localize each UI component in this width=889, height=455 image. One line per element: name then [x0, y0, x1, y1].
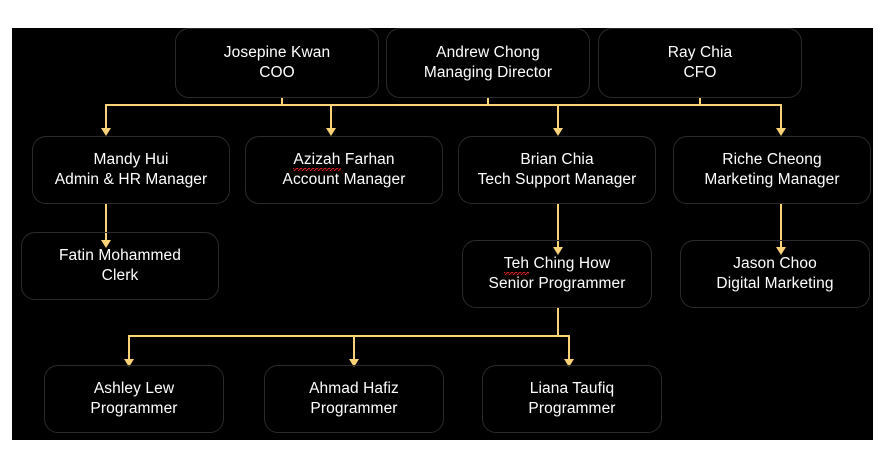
- org-node-name: Fatin Mohammed: [58, 246, 181, 264]
- connector-drop-mandy: [105, 104, 107, 130]
- connector-stem-ray: [699, 98, 701, 105]
- misspelled-word: Teh: [503, 254, 530, 276]
- org-node-jason-choo[interactable]: Jason Choo Digital Marketing: [680, 240, 870, 308]
- arrowhead-mandy: [101, 128, 111, 136]
- connector-bar-level2: [105, 104, 782, 106]
- arrowhead-riche: [776, 128, 786, 136]
- connector-drop-ahmad: [353, 335, 355, 361]
- connector-drop-azizah: [330, 104, 332, 130]
- org-node-riche-cheong[interactable]: Riche Cheong Marketing Manager: [673, 136, 871, 204]
- connector-drop-fatin: [105, 204, 107, 241]
- connector-stem-andrew: [487, 98, 489, 105]
- connector-drop-jason: [780, 204, 782, 248]
- org-node-name: Liana Taufiq: [529, 379, 615, 397]
- connector-drop-brian: [557, 104, 559, 130]
- connector-bar-level4: [128, 335, 570, 337]
- org-node-title: Programmer: [90, 400, 178, 417]
- org-node-name: Ahmad Hafiz: [309, 379, 399, 397]
- org-node-title: Account Manager: [282, 171, 406, 188]
- org-node-name: Azizah Farhan: [293, 150, 395, 172]
- org-node-title: COO: [259, 64, 295, 81]
- arrowhead-azizah: [326, 128, 336, 136]
- org-node-title: Programmer: [528, 400, 616, 417]
- org-node-name: Mandy Hui: [93, 150, 169, 168]
- arrowhead-ahmad: [349, 359, 359, 367]
- org-node-name: Jason Choo: [733, 254, 817, 272]
- org-node-title: Digital Marketing: [716, 275, 834, 292]
- arrowhead-liana: [564, 359, 574, 367]
- connector-drop-riche: [780, 104, 782, 130]
- org-node-title: Programmer: [310, 400, 398, 417]
- org-node-teh-ching-how[interactable]: Teh Ching How Senior Programmer: [462, 240, 652, 308]
- connector-drop-ashley: [128, 335, 130, 361]
- org-node-mandy-hui[interactable]: Mandy Hui Admin & HR Manager: [32, 136, 230, 204]
- org-node-ray-chia[interactable]: Ray Chia CFO: [598, 28, 802, 98]
- org-node-title: CFO: [683, 64, 717, 81]
- arrowhead-ashley: [124, 359, 134, 367]
- org-node-name: Andrew Chong: [436, 43, 540, 61]
- org-node-title: Managing Director: [423, 64, 553, 81]
- org-chart-canvas: Josepine Kwan COO Andrew Chong Managing …: [12, 28, 873, 440]
- arrowhead-jason: [776, 247, 786, 255]
- org-node-name: Ashley Lew: [93, 379, 175, 397]
- connector-drop-teh: [557, 204, 559, 248]
- org-node-name: Riche Cheong: [722, 150, 822, 168]
- org-node-title: Clerk: [101, 267, 139, 284]
- org-node-josepine-kwan[interactable]: Josepine Kwan COO: [175, 28, 379, 98]
- misspelled-word: Azizah: [293, 150, 341, 172]
- org-node-liana-taufiq[interactable]: Liana Taufiq Programmer: [482, 365, 662, 433]
- org-node-name: Josepine Kwan: [223, 43, 331, 61]
- org-node-name: Teh Ching How: [503, 254, 611, 276]
- org-node-fatin-mohammed[interactable]: Fatin Mohammed Clerk: [21, 232, 219, 300]
- connector-stem-josepine: [281, 98, 283, 105]
- org-node-name: Brian Chia: [520, 150, 594, 168]
- org-node-andrew-chong[interactable]: Andrew Chong Managing Director: [386, 28, 590, 98]
- arrowhead-brian: [553, 128, 563, 136]
- org-node-name-rest: Ching How: [529, 254, 611, 272]
- org-node-title: Senior Programmer: [488, 275, 626, 292]
- org-node-name: Ray Chia: [667, 43, 733, 61]
- connector-drop-liana: [568, 335, 570, 361]
- arrowhead-fatin: [101, 240, 111, 248]
- arrowhead-teh: [553, 247, 563, 255]
- connector-stem-teh: [557, 308, 559, 337]
- org-node-ashley-lew[interactable]: Ashley Lew Programmer: [44, 365, 224, 433]
- org-node-name-rest: Farhan: [340, 150, 395, 168]
- org-node-brian-chia[interactable]: Brian Chia Tech Support Manager: [458, 136, 656, 204]
- org-node-azizah-farhan[interactable]: Azizah Farhan Account Manager: [245, 136, 443, 204]
- org-node-title: Admin & HR Manager: [54, 171, 208, 188]
- org-node-title: Tech Support Manager: [477, 171, 637, 188]
- org-node-title: Marketing Manager: [704, 171, 840, 188]
- org-node-ahmad-hafiz[interactable]: Ahmad Hafiz Programmer: [264, 365, 444, 433]
